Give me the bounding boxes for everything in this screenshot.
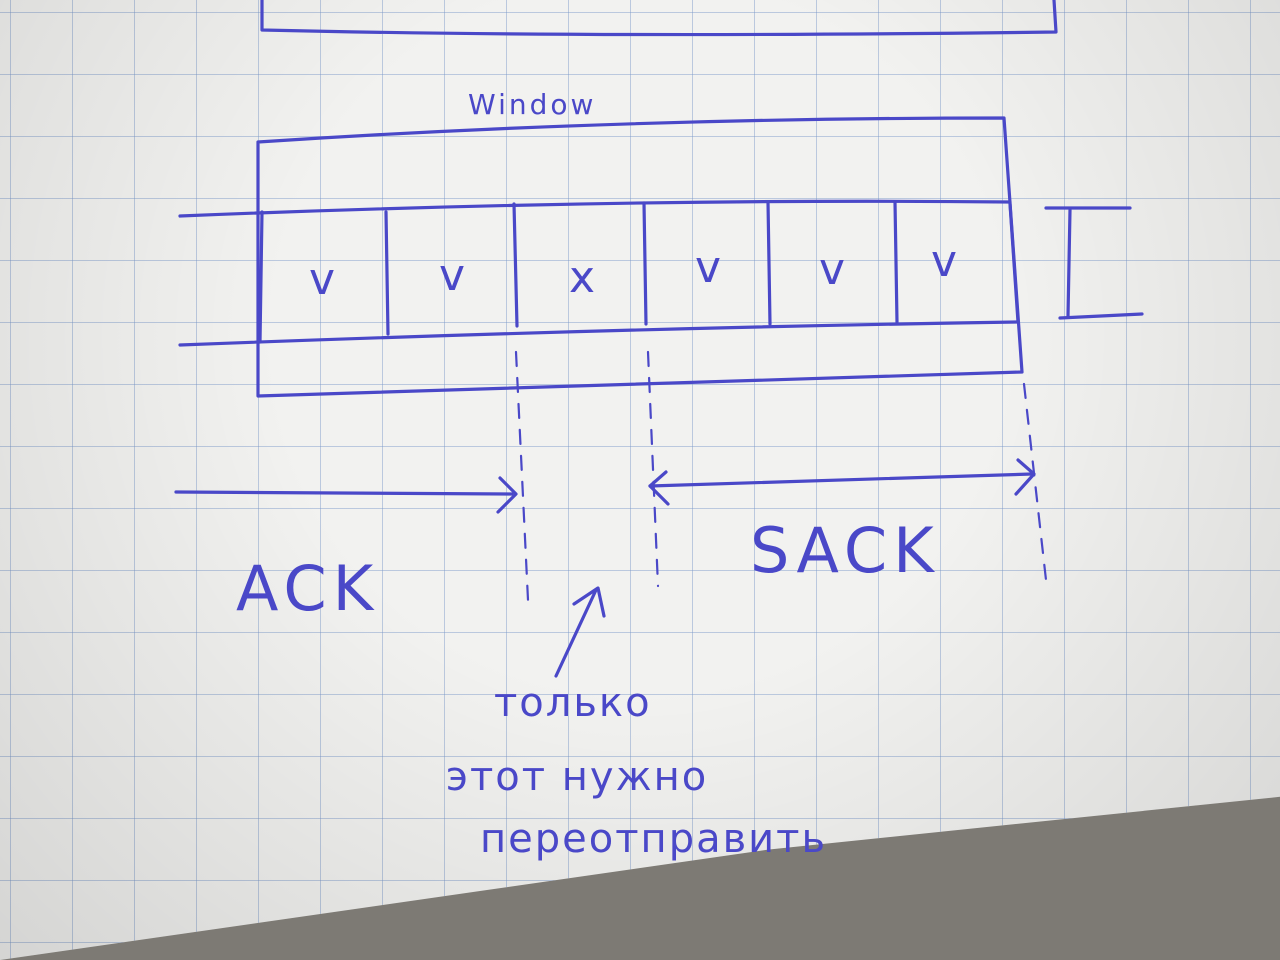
note-line-1: только	[494, 680, 652, 726]
note-line-2: этот нужно	[446, 754, 708, 800]
next-segment-marker	[1044, 206, 1144, 320]
received-segment-mark: v	[439, 250, 465, 301]
sack-label: SACK	[750, 514, 940, 587]
lost-segment-pointer	[554, 586, 606, 678]
window-frame	[256, 116, 1024, 398]
segment-row	[178, 199, 1020, 347]
previous-box-edge	[260, 0, 1058, 37]
boundary-lines	[514, 350, 1048, 602]
received-segment-mark: v	[695, 242, 721, 293]
received-segment-mark: v	[819, 244, 845, 295]
received-segment-mark: v	[309, 254, 335, 305]
window-label: Window	[468, 88, 596, 121]
received-segment-mark: v	[931, 236, 957, 287]
note-line-3: переотправить	[480, 816, 827, 862]
ack-label: ACK	[236, 552, 379, 625]
lost-segment-mark: x	[569, 252, 595, 303]
ack-arrow	[174, 476, 518, 514]
sack-arrow	[648, 458, 1036, 506]
